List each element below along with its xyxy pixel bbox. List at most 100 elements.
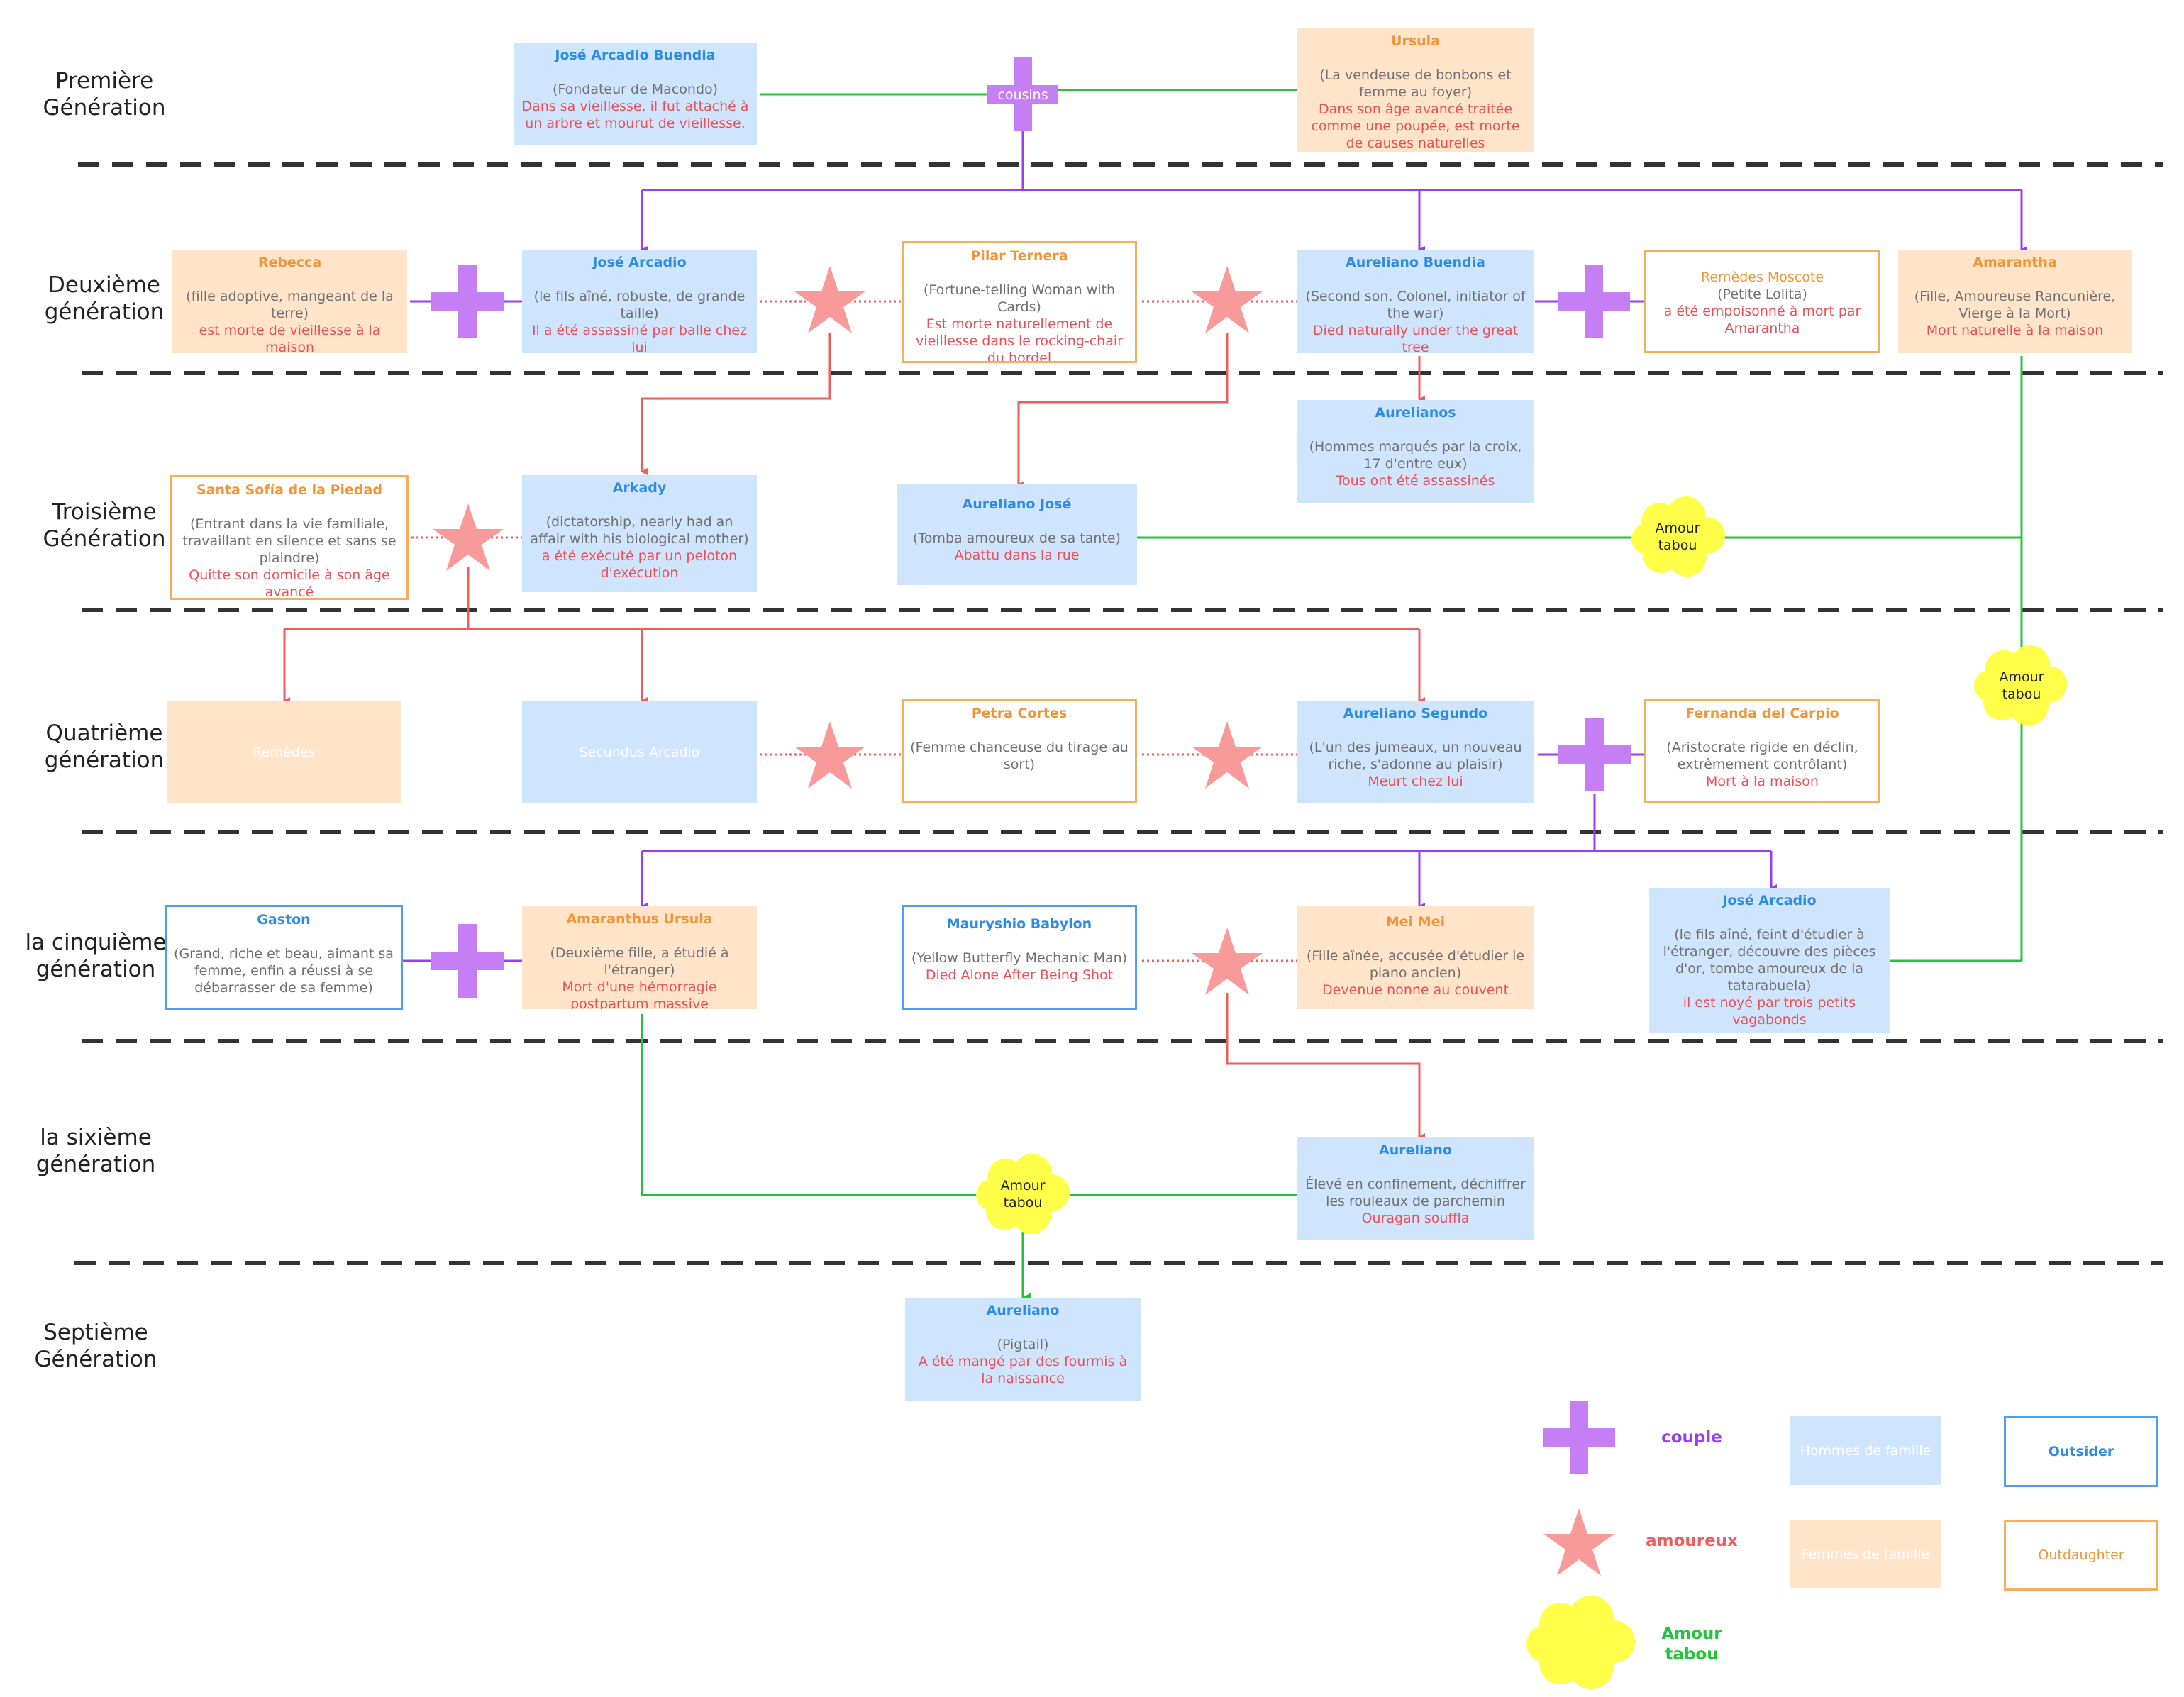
person-fate: Quitte son domicile à son âge avancé — [189, 567, 390, 600]
person-name: Aureliano Segundo — [1343, 706, 1488, 721]
person-aureliano-6[interactable]: Aureliano Élevé en confinement, déchiffr… — [1297, 1137, 1534, 1240]
person-pilar-ternera[interactable]: Pilar Ternera (Fortune-telling Woman wit… — [902, 241, 1137, 363]
person-fate: est morte de vieillesse à la maison — [199, 323, 381, 353]
person-name: Pilar Ternera — [970, 248, 1068, 264]
person-fate: Died Alone After Being Shot — [925, 967, 1114, 983]
person-description: (Petite Lolita) — [1717, 286, 1807, 302]
child-line-aureliano-jose — [1017, 333, 1229, 488]
legend-couple-icon — [1543, 1401, 1615, 1474]
person-name: Ursula — [1391, 33, 1440, 49]
couple-lines — [403, 89, 2027, 962]
person-amaranthus-ursula[interactable]: Amaranthus Ursula (Deuxième fille, a étu… — [522, 906, 757, 1009]
person-fernanda[interactable]: Fernanda del Carpio (Aristocrate rigide … — [1644, 699, 1880, 803]
couple-icon — [1558, 265, 1630, 338]
person-aureliano-7[interactable]: Aureliano (Pigtail) A été mangé par des … — [905, 1298, 1141, 1401]
person-remedes-moscote[interactable]: Remèdes Moscote (Petite Lolita) a été em… — [1644, 250, 1880, 353]
person-name: Fernanda del Carpio — [1685, 706, 1839, 721]
person-name: José Arcadio — [592, 255, 687, 270]
person-description: (le fils aîné, robuste, de grande taille… — [533, 289, 745, 321]
person-name: Arkady — [612, 480, 667, 496]
person-ursula[interactable]: Ursula (La vendeuse de bonbons et femme … — [1297, 28, 1534, 152]
person-description: (dictatorship, nearly had an affair with… — [530, 514, 749, 547]
person-fate: Mort naturelle à la maison — [1926, 323, 2104, 338]
person-santa-sofia[interactable]: Santa Sofía de la Piedad (Entrant dans l… — [170, 475, 409, 600]
person-mei-mei[interactable]: Mei Mei (Fille aînée, accusée d'étudier … — [1297, 906, 1534, 1009]
person-name: Mei Mei — [1385, 914, 1446, 930]
legend-family-women: Femmes de famille — [1790, 1520, 1941, 1588]
person-aurelianos[interactable]: Aurelianos (Hommes marqués par la croix,… — [1297, 400, 1534, 503]
person-description: (Hommes marqués par la croix, 17 d'entre… — [1309, 439, 1522, 472]
person-name: Rebecca — [257, 255, 322, 270]
lovers-star-icon — [433, 503, 504, 571]
person-jose-arcadio-5[interactable]: José Arcadio (le fils aîné, feint d'étud… — [1649, 888, 1890, 1033]
children-line-gen1 — [642, 131, 2022, 191]
person-description: (Aristocrate rigide en déclin, extrêmeme… — [1666, 740, 1858, 772]
person-description: (Deuxième fille, a étudié à l'étranger) — [550, 945, 729, 978]
person-description: (La vendeuse de bonbons et femme au foye… — [1319, 67, 1512, 100]
person-name: Santa Sofía de la Piedad — [196, 482, 382, 498]
person-jose-arcadio-2[interactable]: José Arcadio (le fils aîné, robuste, de … — [522, 250, 757, 353]
person-fate: Mort d'une hémorragie postpartum massive — [562, 979, 717, 1009]
person-aureliano-buendia[interactable]: Aureliano Buendia (Second son, Colonel, … — [1297, 250, 1534, 353]
lovers-star-icon — [794, 721, 865, 789]
taboo-cloud-gen6 — [976, 1154, 1070, 1234]
person-name: Amaranthus Ursula — [566, 911, 713, 927]
person-fate: a été exécuté par un peloton d'exécution — [541, 548, 738, 581]
person-jose-arcadio-buendia[interactable]: José Arcadio Buendia (Fondateur de Macon… — [514, 43, 757, 145]
child-line-arkady — [641, 333, 831, 475]
person-description: (Fille, Amoureuse Rancunière, Vierge à l… — [1914, 289, 2116, 321]
child-line-aureliano-6 — [1226, 993, 1425, 1140]
person-fate: Est morte naturellement de vieillesse da… — [916, 316, 1123, 363]
person-secundus-arcadio[interactable]: Secundus Arcadio — [522, 701, 757, 803]
legend-couple-label: couple — [1661, 1428, 1722, 1447]
legend-lovers-label: amoureux — [1646, 1532, 1738, 1550]
generation-label-7: Septième Génération — [34, 1320, 157, 1372]
person-fate: Meurt chez lui — [1368, 774, 1463, 789]
person-description: (Yellow Butterfly Mechanic Man) — [911, 950, 1128, 966]
person-mauryshio-babylon[interactable]: Mauryshio Babylon (Yellow Butterfly Mech… — [902, 905, 1137, 1010]
cousins-label: cousins — [997, 87, 1048, 103]
couple-icon — [1558, 718, 1631, 791]
generation-label-3: Troisième Génération — [43, 499, 166, 552]
person-rebecca[interactable]: Rebecca (fille adoptive, mangeant de la … — [172, 250, 407, 353]
person-fate: Dans sa vieillesse, il fut attaché à un … — [521, 99, 749, 131]
couple-icon — [431, 265, 504, 338]
person-name: José Arcadio — [1722, 893, 1817, 908]
person-fate: Ouragan souffla — [1361, 1211, 1470, 1226]
person-aureliano-segundo[interactable]: Aureliano Segundo (L'un des jumeaux, un … — [1297, 701, 1534, 803]
lovers-star-icon — [1192, 928, 1263, 995]
person-fate: A été mangé par des fourmis à la naissan… — [918, 1354, 1128, 1386]
person-arkady[interactable]: Arkady (dictatorship, nearly had an affa… — [522, 475, 757, 592]
person-description: (Second son, Colonel, initiator of the w… — [1305, 289, 1526, 321]
person-name: Remèdes Moscote — [1700, 269, 1824, 285]
person-name: Gaston — [257, 912, 311, 928]
person-fate: Abattu dans la rue — [954, 547, 1080, 563]
person-gaston[interactable]: Gaston (Grand, riche et beau, aimant sa … — [165, 905, 403, 1010]
person-amarantha[interactable]: Amarantha (Fille, Amoureuse Rancunière, … — [1898, 250, 2132, 353]
person-fate: Il a été assassiné par balle chez lui — [531, 323, 748, 353]
person-petra-cortes[interactable]: Petra Cortes (Femme chanceuse du tirage … — [902, 699, 1137, 803]
person-name: Aurelianos — [1375, 405, 1456, 421]
legend-outsider: Outsider — [2004, 1416, 2158, 1487]
generation-label-2: Deuxième génération — [44, 272, 165, 325]
lovers-star-icon — [794, 266, 865, 333]
person-description: (L'un des jumeaux, un nouveau riche, s'a… — [1309, 740, 1522, 772]
person-name: Aureliano Buendia — [1346, 255, 1485, 270]
legend-outdaughter: Outdaughter — [2004, 1520, 2158, 1591]
person-fate: Mort à la maison — [1706, 774, 1819, 789]
person-description: (Femme chanceuse du tirage au sort) — [910, 740, 1129, 772]
generation-label-5: la cinquième génération — [25, 930, 167, 982]
person-fate: Died naturally under the great tree — [1312, 323, 1519, 353]
taboo-label-gen6: Amour tabou — [1000, 1178, 1046, 1211]
person-name: Secundus Arcadio — [579, 744, 700, 760]
person-description: (fille adoptive, mangeant de la terre) — [186, 289, 394, 321]
taboo-cloud-amarantha — [1974, 645, 2067, 725]
person-remedes[interactable]: Remèdes — [167, 701, 401, 803]
generation-label-4: Quatrième génération — [44, 720, 165, 773]
legend-taboo-cloud-icon — [1526, 1596, 1635, 1689]
person-name: Aureliano — [1379, 1142, 1452, 1158]
person-aureliano-jose[interactable]: Aureliano José (Tomba amoureux de sa tan… — [897, 484, 1137, 585]
person-fate: Devenue nonne au couvent — [1322, 982, 1509, 998]
